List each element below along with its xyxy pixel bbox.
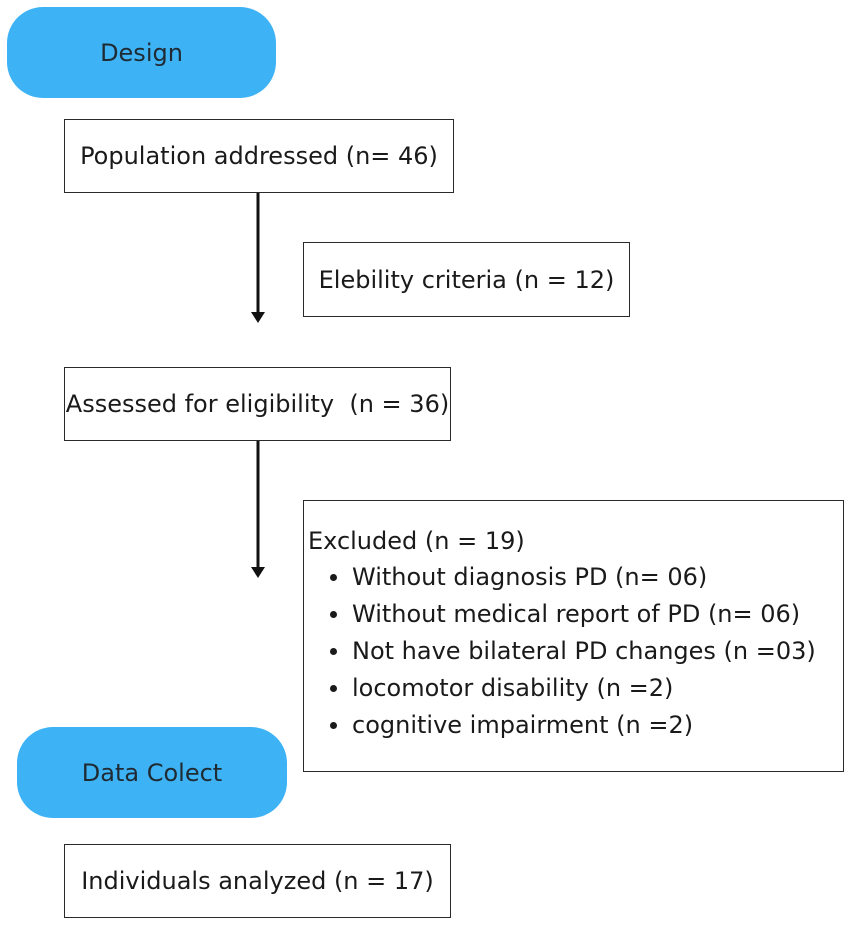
stage-design: Design [7,7,276,98]
excluded-item: Without diagnosis PD (n= 06) [330,559,843,596]
population-box: Population addressed (n= 46) [64,119,454,193]
bullet-icon [330,574,337,581]
arrow-assessed-to-analyzed [251,441,265,578]
arrow-population-to-assessed [251,193,265,323]
bullet-icon [330,611,337,618]
excluded-box: Excluded (n = 19) Without diagnosis PD (… [303,500,844,772]
assessed-box: Assessed for eligibility (n = 36) [64,367,451,441]
excluded-list: Without diagnosis PD (n= 06) Without med… [308,559,843,744]
population-label: Population addressed (n= 46) [80,142,438,170]
excluded-title: Excluded (n = 19) [308,527,525,555]
analyzed-box: Individuals analyzed (n = 17) [64,844,451,918]
bullet-icon [330,648,337,655]
stage-design-label: Design [100,38,183,67]
eligibility-criteria-label: Elebility criteria (n = 12) [318,265,615,294]
excluded-item: cognitive impairment (n =2) [330,707,843,744]
stage-data-collect-label: Data Colect [81,758,223,787]
excluded-item: Without medical report of PD (n= 06) [330,596,843,633]
assessed-label: Assessed for eligibility (n = 36) [65,390,450,418]
eligibility-criteria-box: Elebility criteria (n = 12) [303,242,630,317]
excluded-item: Not have bilateral PD changes (n =03) [330,633,843,670]
bullet-icon [330,685,337,692]
bullet-icon [330,722,337,729]
analyzed-label: Individuals analyzed (n = 17) [81,867,434,895]
stage-data-collect: Data Colect [17,727,287,818]
excluded-item: locomotor disability (n =2) [330,670,843,707]
